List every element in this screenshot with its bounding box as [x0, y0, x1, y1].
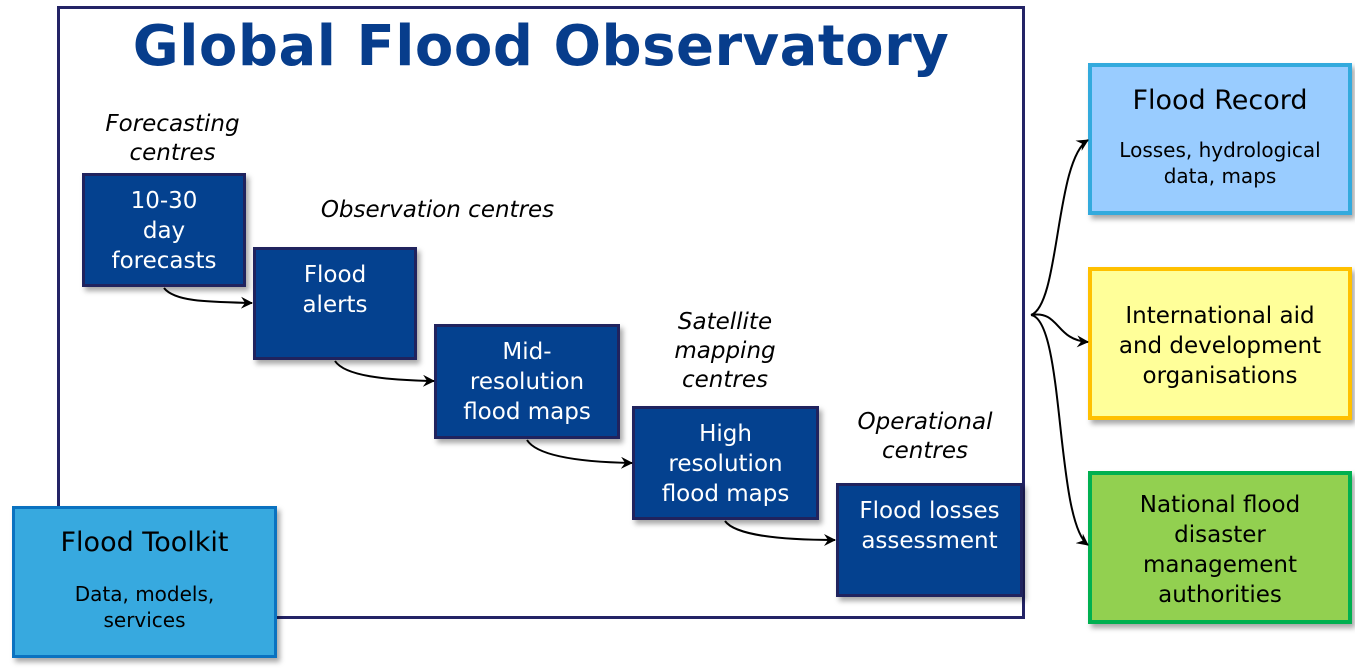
box-line: assessment — [861, 528, 998, 554]
toolkit-title: Flood Toolkit — [60, 527, 229, 558]
arrow-to-national — [1030, 314, 1089, 546]
forecasts-box: 10-30 day forecasts — [82, 173, 246, 287]
box-line: resolution — [469, 369, 585, 395]
aid-line: International aid — [1125, 303, 1315, 329]
flood-record-subtitle-line: Losses, hydrological — [1119, 138, 1321, 162]
label-line: Satellite — [677, 309, 773, 335]
aid-line: organisations — [1142, 363, 1298, 389]
label-line: centres — [129, 140, 216, 166]
high-resolution-maps-box: High resolution flood maps — [632, 406, 819, 520]
national-line: management — [1142, 552, 1298, 578]
flood-record-title: Flood Record — [1132, 85, 1308, 116]
stage-label-forecasting: Forecasting centres — [90, 110, 255, 168]
box-line: Mid- — [502, 339, 552, 365]
page-title: Global Flood Observatory — [132, 14, 950, 79]
flood-toolkit-box: Flood Toolkit Data, models, services — [12, 506, 277, 658]
stage-label-satellite: Satellite mapping centres — [650, 308, 800, 395]
national-line: disaster — [1174, 522, 1266, 548]
box-line: Flood losses — [859, 498, 1000, 524]
mid-resolution-maps-box: Mid- resolution flood maps — [434, 324, 620, 439]
box-line: flood maps — [661, 481, 790, 507]
arrow-to-flood-record — [1030, 139, 1089, 316]
stage-label-operational: Operational centres — [840, 408, 1010, 466]
box-line: resolution — [668, 451, 783, 477]
flood-losses-box: Flood losses assessment — [836, 483, 1023, 597]
label-line: mapping — [674, 338, 776, 364]
label-line: Operational — [857, 409, 993, 435]
box-line: flood maps — [463, 399, 591, 425]
box-line: High — [699, 421, 752, 447]
label-line: centres — [882, 438, 968, 464]
toolkit-subtitle-line: services — [103, 608, 186, 632]
stage-label-observation: Observation centres — [300, 196, 575, 225]
national-line: authorities — [1158, 582, 1282, 608]
flood-record-box: Flood Record Losses, hydrological data, … — [1088, 63, 1352, 215]
arrow-to-aid — [1030, 313, 1089, 348]
toolkit-subtitle-line: Data, models, — [74, 582, 215, 606]
box-line: forecasts — [111, 248, 217, 274]
box-line: alerts — [302, 292, 368, 318]
international-aid-box: International aid and development organi… — [1088, 267, 1352, 420]
label-line: Forecasting — [105, 111, 240, 137]
box-line: 10-30 — [130, 188, 198, 214]
aid-line: and development — [1118, 333, 1322, 359]
box-line: Flood — [303, 262, 367, 288]
label-line: Observation centres — [320, 197, 555, 223]
box-line: day — [142, 218, 186, 244]
label-line: centres — [682, 367, 768, 393]
national-authorities-box: National flood disaster management autho… — [1088, 471, 1352, 624]
flood-alerts-box: Flood alerts — [253, 247, 417, 360]
flood-record-subtitle-line: data, maps — [1163, 164, 1277, 188]
national-line: National flood — [1139, 492, 1301, 518]
